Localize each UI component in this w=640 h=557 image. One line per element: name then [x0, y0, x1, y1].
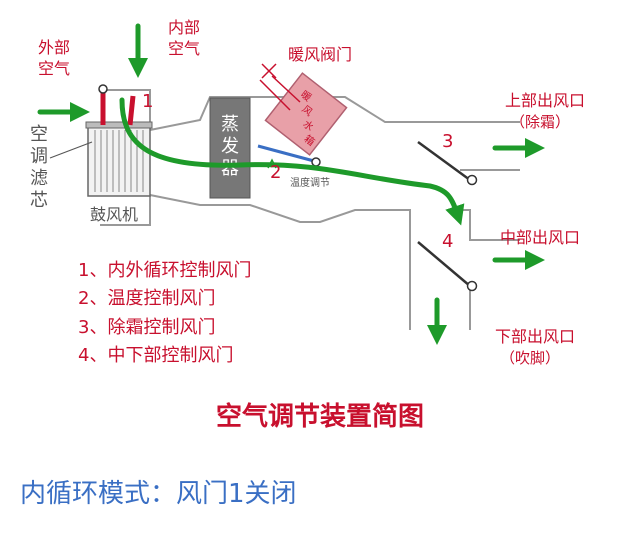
filter-label-3: 滤 — [30, 168, 48, 189]
duct-outline — [100, 89, 520, 330]
evaporator-char-3: 器 — [221, 158, 239, 179]
filter-label-1: 空 — [30, 124, 48, 145]
legend: 1、内外循环控制风门 2、温度控制风门 3、除霜控制风门 4、中下部控制风门 — [78, 260, 251, 366]
blower-label: 鼓风机 — [90, 205, 138, 224]
legend-item-4: 4、中下部控制风门 — [78, 345, 233, 366]
door-number-3: 3 — [442, 131, 453, 152]
legend-item-1: 1、内外循环控制风门 — [78, 260, 251, 281]
evaporator: 蒸 发 器 — [209, 97, 251, 199]
outside-air-label-2: 空气 — [38, 59, 70, 78]
door-1 — [98, 84, 136, 126]
diagram-title: 空气调节装置简图 — [216, 401, 424, 432]
middle-outlet-label: 中部出风口 — [500, 228, 580, 247]
filter-leader-line — [49, 141, 93, 159]
inside-air-label-1: 内部 — [168, 18, 200, 37]
temp-arrow-tick — [267, 158, 277, 169]
blower-unit — [85, 121, 153, 197]
door-number-2: 2 — [270, 162, 281, 183]
main-flow-arrow — [119, 97, 465, 226]
heater-valve-label: 暖风阀门 — [288, 45, 352, 64]
lower-outlet-note: （吹脚） — [500, 349, 560, 367]
upper-outlet-label: 上部出风口 — [505, 91, 585, 110]
filter-label-2: 调 — [30, 146, 48, 167]
evaporator-char-1: 蒸 — [221, 114, 239, 135]
door-number-4: 4 — [442, 231, 453, 252]
airflow-arrows — [37, 23, 545, 345]
lower-outlet-label: 下部出风口 — [495, 327, 575, 346]
door-number-1: 1 — [142, 91, 153, 112]
filter-label-4: 芯 — [30, 190, 48, 211]
heater-valve — [259, 63, 301, 111]
upper-outlet-note: （除霜） — [510, 113, 570, 131]
outside-air-label-1: 外部 — [38, 38, 70, 57]
legend-item-2: 2、温度控制风门 — [78, 288, 215, 309]
heater-core: 暖 风 水 箱 — [264, 72, 348, 156]
inside-air-label-2: 空气 — [168, 39, 200, 58]
evaporator-char-2: 发 — [221, 136, 239, 157]
door-4 — [417, 241, 478, 292]
temp-adjust-label: 温度调节 — [290, 176, 330, 189]
mode-caption: 内循环模式：风门1关闭 — [20, 479, 297, 509]
legend-item-3: 3、除霜控制风门 — [78, 317, 215, 338]
door-3 — [417, 140, 478, 186]
